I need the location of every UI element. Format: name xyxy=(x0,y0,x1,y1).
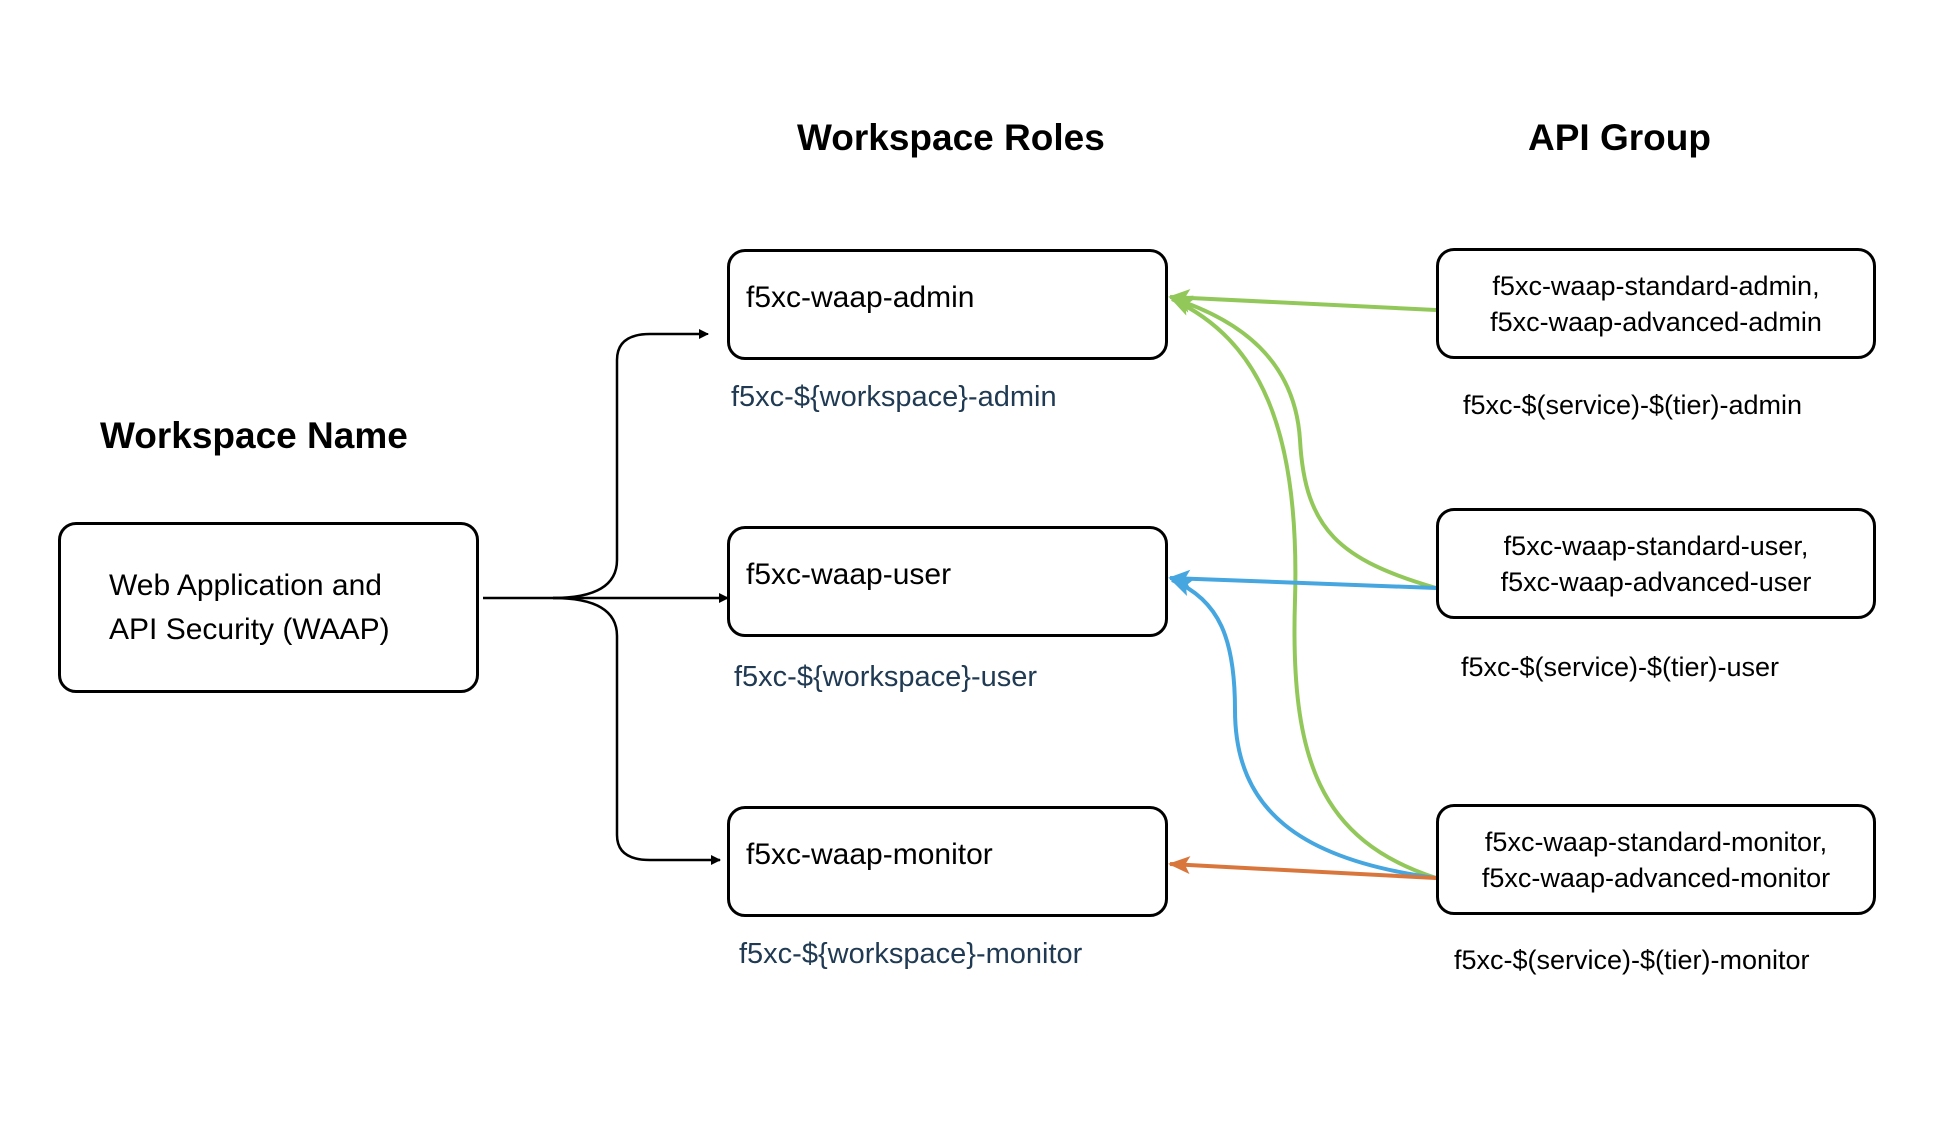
link-monitor-group-to-user-role xyxy=(1170,578,1437,880)
heading-workspace-roles: Workspace Roles xyxy=(797,117,1105,158)
role-name: f5xc-waap-user xyxy=(746,557,952,591)
workspace-line: API Security (WAAP) xyxy=(109,612,390,646)
api-group-box-monitor: f5xc-waap-standard-monitor, f5xc-waap-ad… xyxy=(1436,804,1876,915)
role-name: f5xc-waap-admin xyxy=(746,280,975,314)
role-name: f5xc-waap-monitor xyxy=(746,837,993,871)
api-group-line: f5xc-waap-advanced-admin xyxy=(1490,306,1822,337)
workspace-box: Web Application and API Security (WAAP) xyxy=(58,522,479,693)
api-group-pattern-user: f5xc-$(service)-$(tier)-user xyxy=(1461,652,1780,682)
api-group-line: f5xc-waap-standard-admin, xyxy=(1492,270,1820,301)
api-group-line: f5xc-waap-advanced-user xyxy=(1500,566,1812,597)
link-admin-group-to-admin-role xyxy=(1168,288,1437,312)
api-group-pattern-monitor: f5xc-$(service)-$(tier)-monitor xyxy=(1454,945,1810,975)
link-user-group-to-user-role xyxy=(1168,569,1437,590)
role-box-admin: f5xc-waap-admin xyxy=(727,249,1168,360)
role-pattern-admin: f5xc-${workspace}-admin xyxy=(731,381,1057,413)
api-group-line: f5xc-waap-standard-monitor, xyxy=(1484,826,1828,857)
api-group-box-admin: f5xc-waap-standard-admin, f5xc-waap-adva… xyxy=(1436,248,1876,359)
role-pattern-monitor: f5xc-${workspace}-monitor xyxy=(739,938,1083,970)
api-group-line: f5xc-waap-standard-user, xyxy=(1503,530,1809,561)
link-monitor-group-to-monitor-role xyxy=(1168,856,1437,880)
link-monitor-group-to-admin-role xyxy=(1170,297,1437,880)
role-box-user: f5xc-waap-user xyxy=(727,526,1168,637)
branch-trunk xyxy=(483,332,700,600)
heading-workspace-name: Workspace Name xyxy=(100,415,408,456)
role-box-monitor: f5xc-waap-monitor xyxy=(727,806,1168,917)
heading-api-group: API Group xyxy=(1528,117,1711,158)
api-group-line: f5xc-waap-advanced-monitor xyxy=(1481,862,1831,893)
api-group-pattern-admin: f5xc-$(service)-$(tier)-admin xyxy=(1463,390,1803,420)
link-user-group-to-admin-role xyxy=(1170,295,1437,590)
workspace-line: Web Application and xyxy=(109,568,382,602)
branch-to-monitor-line xyxy=(552,596,721,865)
api-group-box-user: f5xc-waap-standard-user, f5xc-waap-advan… xyxy=(1436,508,1876,619)
role-pattern-user: f5xc-${workspace}-user xyxy=(734,661,1038,693)
